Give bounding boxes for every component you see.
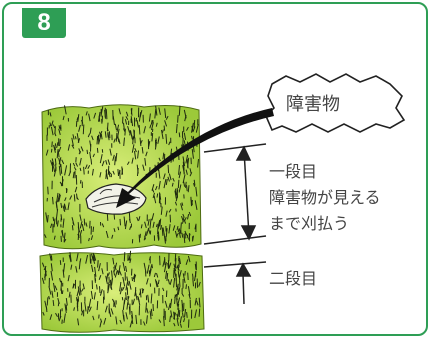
- figure-number-badge: 8: [22, 8, 66, 38]
- figure-card: 8 障害物 一段目 障害物が見える まで刈払う 二段目: [2, 2, 428, 336]
- stage1-desc-line1: 障害物が見える: [269, 188, 381, 207]
- stage1-desc-line2: まで刈払う: [269, 214, 350, 233]
- brush-cutting-diagram: [39, 73, 406, 333]
- upper-grass-block: [41, 104, 202, 250]
- stage2-label: 二段目: [269, 269, 318, 288]
- lower-grass-strip: [39, 250, 205, 333]
- stage1-title: 一段目: [269, 162, 318, 181]
- stage1-dimension-marker: [203, 143, 267, 245]
- obstacle-label: 障害物: [286, 94, 340, 115]
- obstacle-pointer-arrow: [116, 108, 274, 208]
- obstacle-speech-bubble: [265, 73, 406, 133]
- stage1-annotation: 一段目 障害物が見える まで刈払う: [269, 159, 381, 237]
- stage2-dimension-marker: [203, 261, 267, 305]
